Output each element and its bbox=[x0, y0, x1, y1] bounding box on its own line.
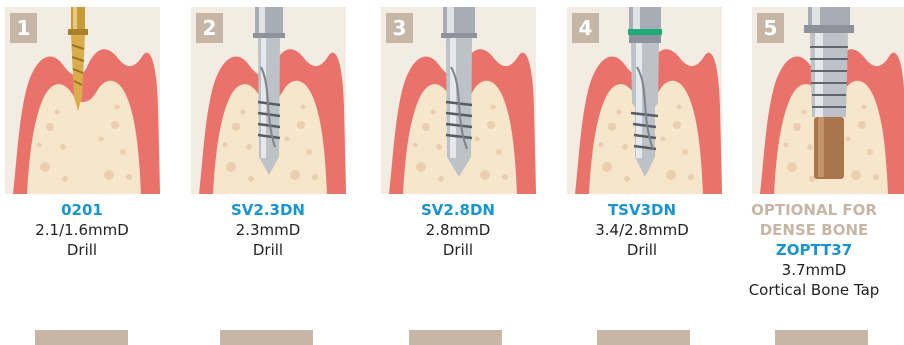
step-number-badge: 2 bbox=[196, 13, 223, 43]
instrument-type: Drill bbox=[368, 240, 548, 260]
step-number-badge: 4 bbox=[572, 13, 599, 43]
step-number-badge: 1 bbox=[10, 13, 37, 43]
step-3-illustration: 3 bbox=[381, 7, 536, 194]
step-5-bar bbox=[775, 330, 868, 345]
optional-note-line-1: OPTIONAL FOR bbox=[724, 200, 904, 220]
step-number-badge: 5 bbox=[757, 13, 784, 43]
optional-note-line-2: DENSE BONE bbox=[724, 220, 904, 240]
step-2-illustration: 2 bbox=[191, 7, 346, 194]
instrument-type: Drill bbox=[178, 240, 358, 260]
step-4-bar bbox=[597, 330, 690, 345]
step-1-bar bbox=[35, 330, 128, 345]
instrument-type: Drill bbox=[0, 240, 172, 260]
step-2-bar bbox=[220, 330, 313, 345]
step-5: 5 bbox=[752, 7, 904, 194]
step-1-caption: 0201 2.1/1.6mmD Drill bbox=[0, 200, 172, 260]
step-1-illustration: 1 bbox=[5, 7, 160, 194]
step-2-caption: SV2.3DN 2.3mmD Drill bbox=[178, 200, 358, 260]
instrument-size: 2.3mmD bbox=[178, 220, 358, 240]
step-3: 3 bbox=[381, 7, 536, 194]
step-3-bar bbox=[409, 330, 502, 345]
product-code: TSV3DN bbox=[552, 200, 732, 220]
product-code: SV2.3DN bbox=[178, 200, 358, 220]
step-4-caption: TSV3DN 3.4/2.8mmD Drill bbox=[552, 200, 732, 260]
instrument-size: 2.8mmD bbox=[368, 220, 548, 240]
step-4-illustration: 4 bbox=[567, 7, 722, 194]
step-5-illustration: 5 bbox=[752, 7, 904, 194]
product-code: 0201 bbox=[0, 200, 172, 220]
instrument-type: Cortical Bone Tap bbox=[724, 280, 904, 300]
step-number-badge: 3 bbox=[386, 13, 413, 43]
product-code: SV2.8DN bbox=[368, 200, 548, 220]
step-5-caption: OPTIONAL FOR DENSE BONE ZOPTT37 3.7mmD C… bbox=[724, 200, 904, 300]
instrument-size: 2.1/1.6mmD bbox=[0, 220, 172, 240]
step-4: 4 bbox=[567, 7, 722, 194]
step-3-caption: SV2.8DN 2.8mmD Drill bbox=[368, 200, 548, 260]
instrument-type: Drill bbox=[552, 240, 732, 260]
instrument-size: 3.7mmD bbox=[724, 260, 904, 280]
step-2: 2 bbox=[191, 7, 346, 194]
instrument-size: 3.4/2.8mmD bbox=[552, 220, 732, 240]
step-1: 1 bbox=[5, 7, 160, 194]
product-code: ZOPTT37 bbox=[724, 240, 904, 260]
